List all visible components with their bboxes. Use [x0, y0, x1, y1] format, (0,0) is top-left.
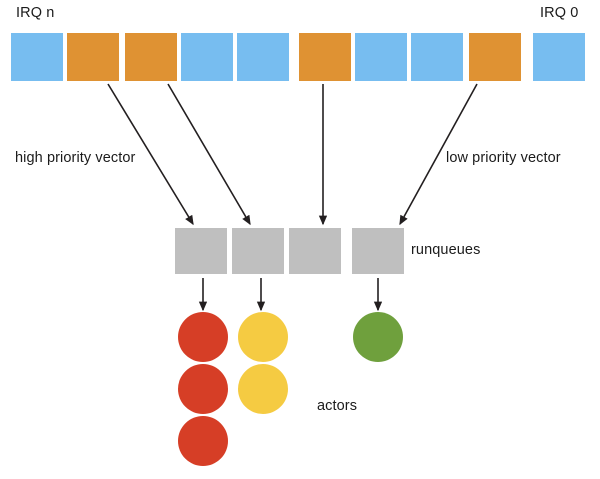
- label-irq-n: IRQ n: [16, 5, 55, 21]
- irq-cell-5-active[interactable]: [299, 33, 351, 81]
- runqueue-cell-1[interactable]: [232, 228, 284, 274]
- irq-cell-2-active[interactable]: [125, 33, 177, 81]
- arrow-irq-2-to-runqueue-1: [167, 83, 251, 226]
- irq-cell-9-inactive[interactable]: [533, 33, 585, 81]
- label-low-priority-vector: low priority vector: [446, 150, 561, 166]
- label-high-priority-vector: high priority vector: [15, 150, 136, 166]
- label-irq-0: IRQ 0: [540, 5, 579, 21]
- irq-cell-0-inactive[interactable]: [11, 33, 63, 81]
- actor-circle-1[interactable]: [178, 364, 228, 414]
- actor-circle-5[interactable]: [353, 312, 403, 362]
- runqueue-cell-0[interactable]: [175, 228, 227, 274]
- arrow-irq-8-to-runqueue-3: [399, 83, 478, 226]
- irq-cell-6-inactive[interactable]: [355, 33, 407, 81]
- irq-cell-1-active[interactable]: [67, 33, 119, 81]
- irq-cell-7-inactive[interactable]: [411, 33, 463, 81]
- label-runqueues: runqueues: [411, 242, 481, 258]
- runqueue-cell-2[interactable]: [289, 228, 341, 274]
- actor-circle-3[interactable]: [238, 312, 288, 362]
- actor-circle-0[interactable]: [178, 312, 228, 362]
- irq-cell-8-active[interactable]: [469, 33, 521, 81]
- irq-cell-3-inactive[interactable]: [181, 33, 233, 81]
- label-actors: actors: [317, 398, 358, 414]
- actor-circle-4[interactable]: [238, 364, 288, 414]
- irq-cell-4-inactive[interactable]: [237, 33, 289, 81]
- arrow-irq-1-to-runqueue-0: [107, 83, 194, 226]
- runqueue-cell-3[interactable]: [352, 228, 404, 274]
- actor-circle-2[interactable]: [178, 416, 228, 466]
